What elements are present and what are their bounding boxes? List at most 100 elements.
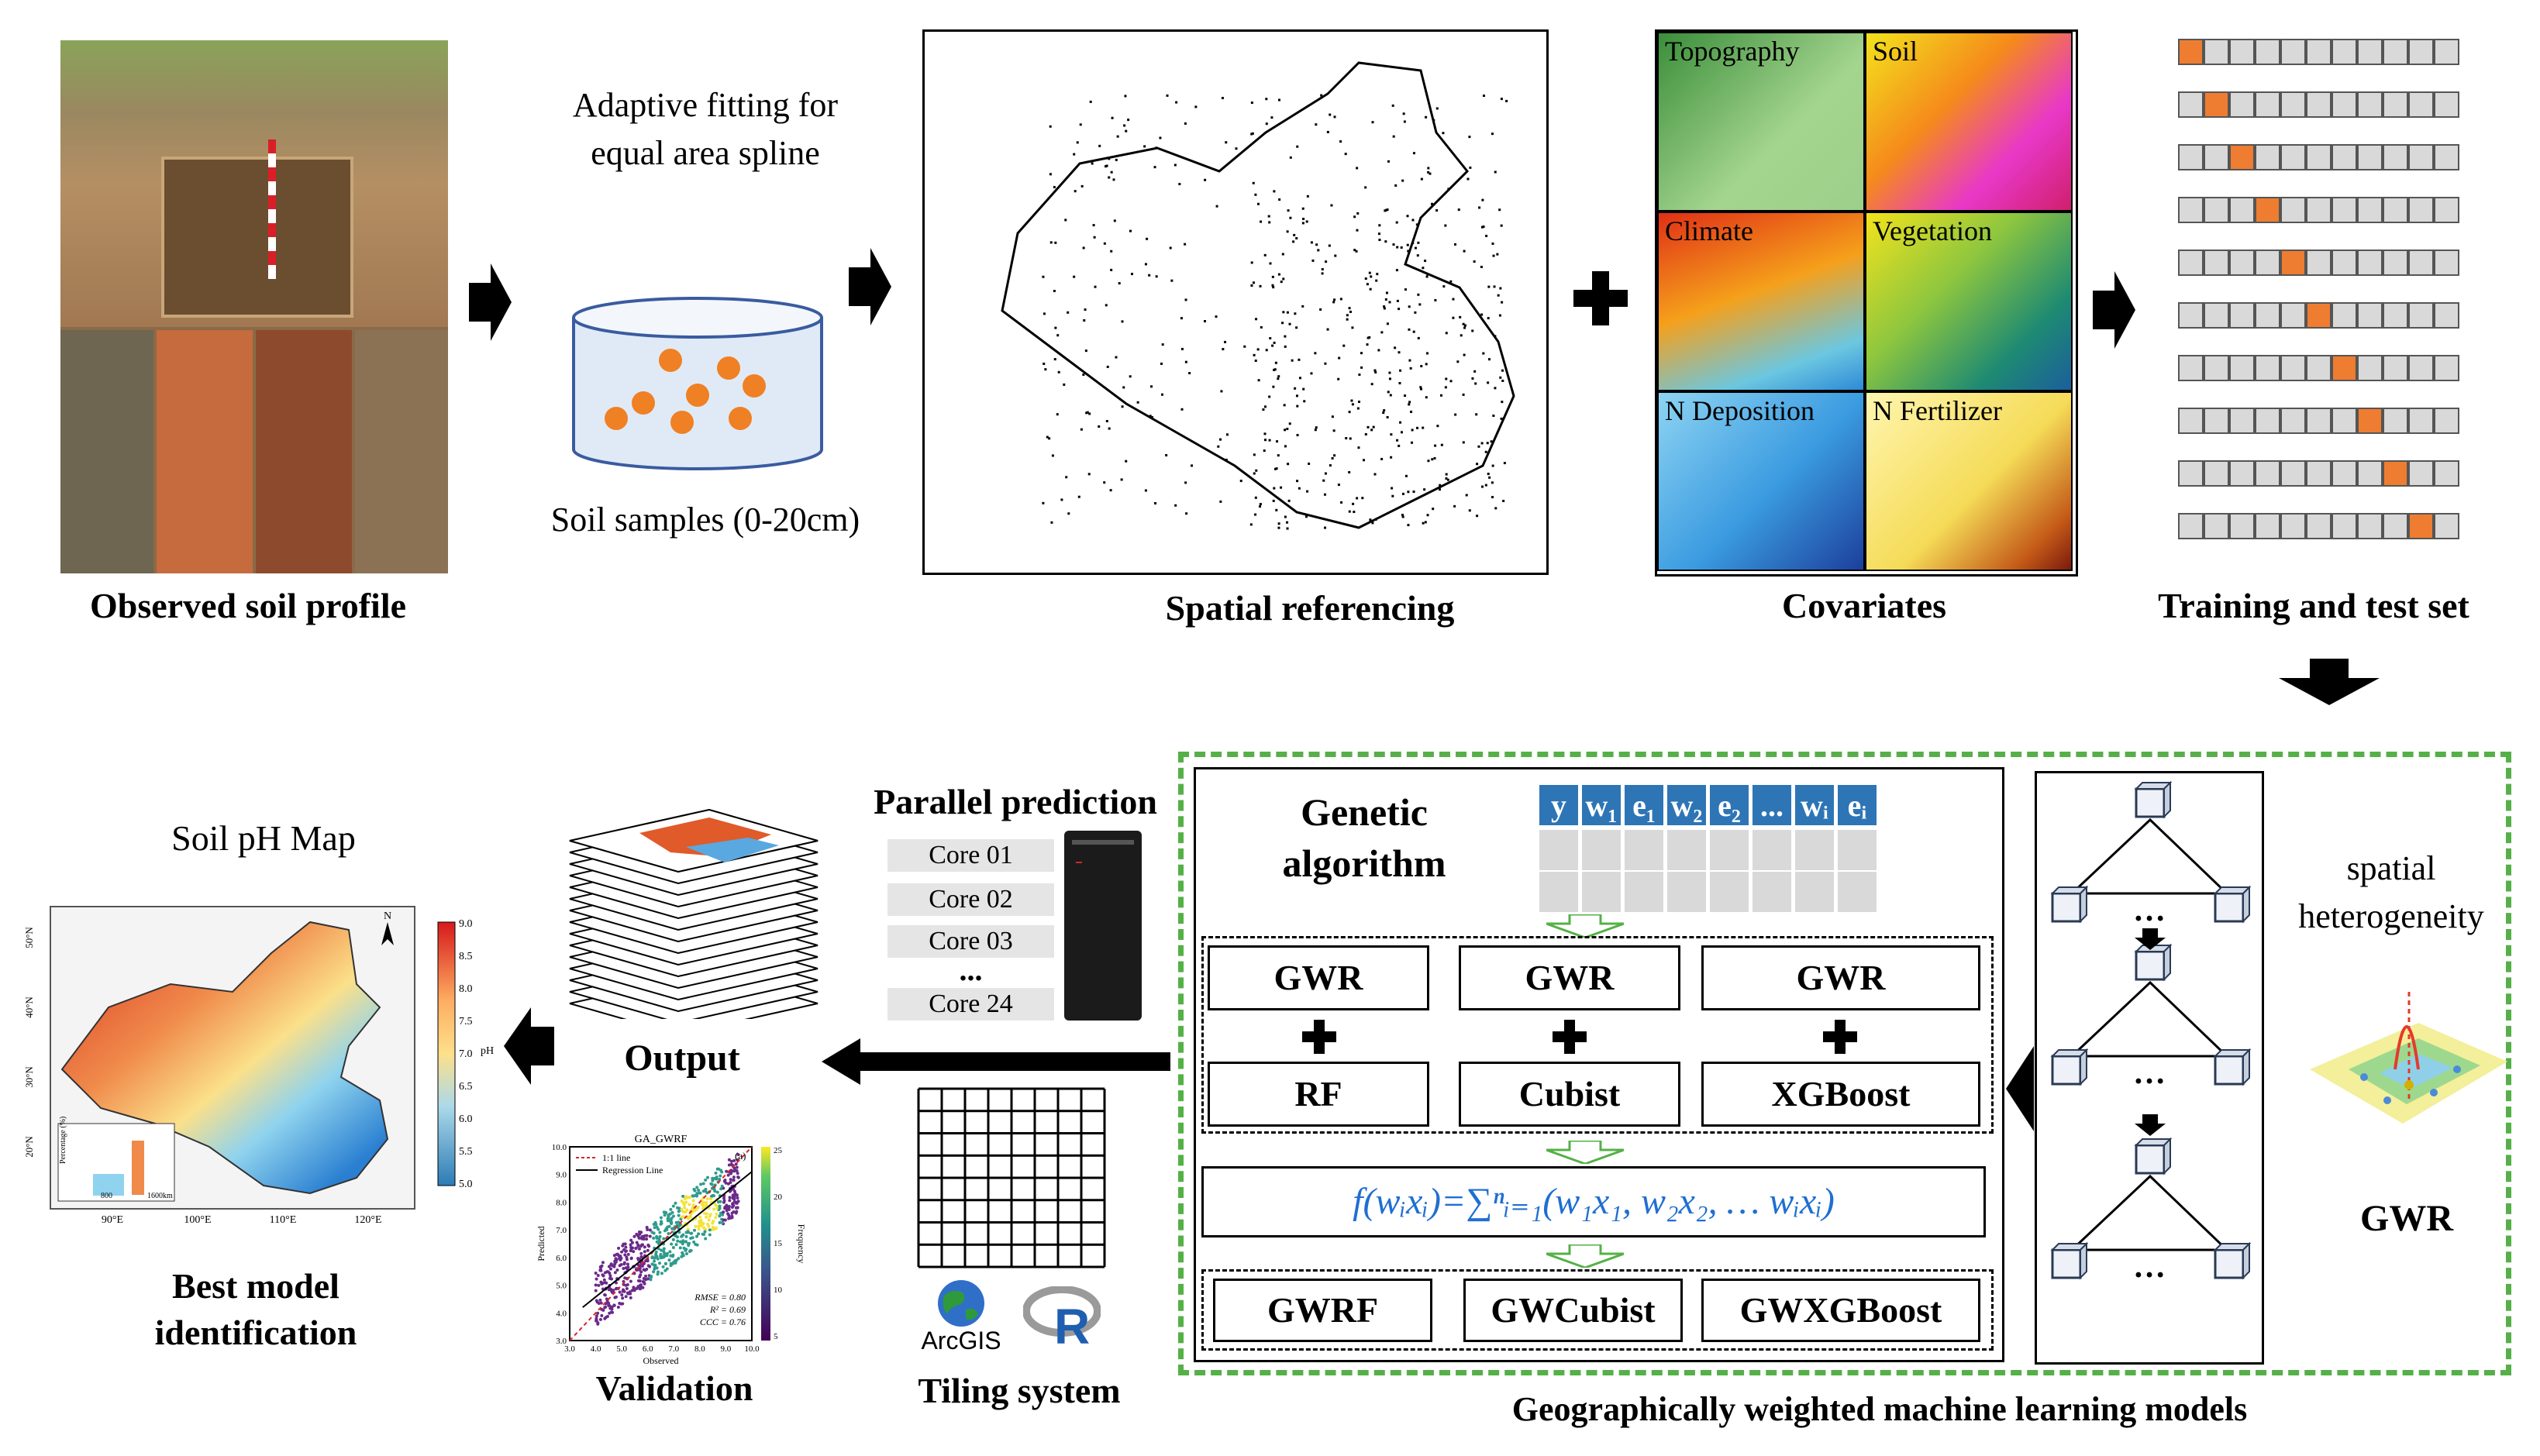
gwml-title: Geographically weighted machine learning… — [1511, 1390, 2248, 1428]
svg-text:110°E: 110°E — [270, 1214, 297, 1226]
table-cell — [1581, 871, 1622, 913]
svg-text:20°N: 20°N — [23, 1136, 35, 1158]
fold-cell — [2255, 144, 2280, 170]
r-logo-icon: R — [1023, 1286, 1101, 1348]
ph-legend-bar — [437, 921, 456, 1186]
cubist-box: Cubist — [1459, 1062, 1680, 1127]
scatter-point — [594, 1289, 598, 1293]
scatter-point — [663, 1213, 667, 1217]
rf-box: RF — [1208, 1062, 1429, 1127]
fold-cell — [2280, 197, 2306, 223]
scatter-point — [698, 1191, 701, 1195]
fold-cell — [2204, 302, 2229, 329]
scatter-point — [609, 1277, 613, 1281]
scatter-point — [650, 1262, 654, 1266]
scatter-point — [667, 1217, 670, 1221]
plus-icon — [1573, 271, 1628, 325]
scatter-point — [657, 1237, 661, 1241]
scatter-point — [629, 1243, 632, 1247]
fold-cell — [2408, 250, 2434, 276]
scatter-point — [637, 1268, 641, 1272]
scatter-point — [671, 1253, 675, 1257]
fold-cell — [2306, 197, 2331, 223]
fold-cell — [2229, 91, 2255, 118]
gwr-surface-icon — [2310, 992, 2507, 1124]
scatter-point — [648, 1265, 652, 1268]
scatter-point — [708, 1214, 712, 1218]
svg-text:CCC = 0.76: CCC = 0.76 — [700, 1317, 746, 1327]
scatter-point — [688, 1241, 691, 1245]
fold-cell — [2434, 39, 2459, 65]
scatter-point — [671, 1214, 675, 1218]
svg-text:3.0: 3.0 — [564, 1344, 575, 1354]
scatter-point — [645, 1268, 649, 1272]
scatter-point — [716, 1167, 720, 1171]
scatter-point — [720, 1170, 724, 1174]
svg-text:6.5: 6.5 — [459, 1081, 473, 1093]
scatter-point — [701, 1182, 705, 1186]
fold-cell — [2204, 460, 2229, 487]
scatter-point — [684, 1231, 688, 1234]
scatter-point — [632, 1234, 636, 1238]
scatter-point — [677, 1213, 681, 1217]
scatter-point — [697, 1189, 701, 1193]
table-header-cell: e₂ — [1709, 784, 1749, 826]
model-combination-group — [1201, 936, 1994, 1134]
scatter-point — [731, 1196, 735, 1200]
svg-text:pH: pH — [481, 1045, 494, 1057]
scatter-point — [658, 1262, 662, 1265]
fold-cell — [2280, 91, 2306, 118]
scatter-point — [708, 1233, 712, 1237]
scatter-point — [624, 1245, 628, 1249]
svg-text:4.0: 4.0 — [556, 1309, 567, 1318]
scatter-point — [669, 1207, 673, 1211]
scatter-point — [598, 1317, 602, 1321]
fold-cell — [2357, 91, 2383, 118]
scatter-point — [653, 1256, 657, 1260]
svg-text:4.0: 4.0 — [591, 1344, 601, 1354]
scatter-point — [640, 1243, 644, 1247]
scatter-point — [674, 1243, 678, 1247]
topography-map: Topography — [1657, 32, 1865, 212]
scatter-point — [614, 1295, 618, 1299]
scatter-point — [726, 1173, 730, 1177]
scatter-point — [655, 1240, 659, 1244]
scatter-point — [617, 1246, 621, 1250]
scatter-point — [718, 1204, 722, 1208]
n-fertilizer-map: N Fertilizer — [1865, 391, 2073, 571]
scatter-point — [653, 1259, 657, 1263]
fold-cell — [2255, 250, 2280, 276]
table-header-cell: ... — [1752, 784, 1792, 826]
fold-cell — [2357, 144, 2383, 170]
scatter-point — [656, 1257, 660, 1261]
fold-cell — [2280, 39, 2306, 65]
scatter-point — [684, 1234, 688, 1238]
scatter-point — [610, 1290, 614, 1294]
scatter-point — [671, 1246, 675, 1250]
scatter-point — [596, 1273, 600, 1277]
fold-cell — [2331, 513, 2357, 539]
fold-cell — [2357, 513, 2383, 539]
scatter-point — [636, 1257, 640, 1261]
formula-text: f(wᵢxᵢ)=∑ⁿᵢ₌₁(w₁x₁, w₂x₂, … wᵢxᵢ) — [1353, 1181, 1835, 1222]
fold-cell — [2331, 460, 2357, 487]
fold-cell — [2255, 91, 2280, 118]
scatter-point — [729, 1172, 732, 1175]
scatter-point — [729, 1162, 733, 1166]
arrow-left-icon — [504, 1007, 554, 1085]
arrow-down-icon — [1546, 1244, 1624, 1268]
scatter-point — [662, 1247, 666, 1251]
scatter-point — [640, 1234, 644, 1238]
fold-cell — [2434, 197, 2459, 223]
scatter-point — [621, 1302, 625, 1306]
scatter-point — [594, 1283, 598, 1287]
scatter-point — [653, 1263, 657, 1267]
spatial-heterogeneity-label: spatial heterogeneity — [2298, 849, 2484, 935]
scatter-point — [621, 1296, 625, 1300]
gwr-box-3: GWR — [1701, 945, 1980, 1010]
scatter-point — [667, 1258, 671, 1262]
scatter-point — [632, 1286, 636, 1290]
scatter-point — [686, 1227, 690, 1231]
scatter-point — [634, 1246, 638, 1250]
fold-cell — [2357, 355, 2383, 381]
